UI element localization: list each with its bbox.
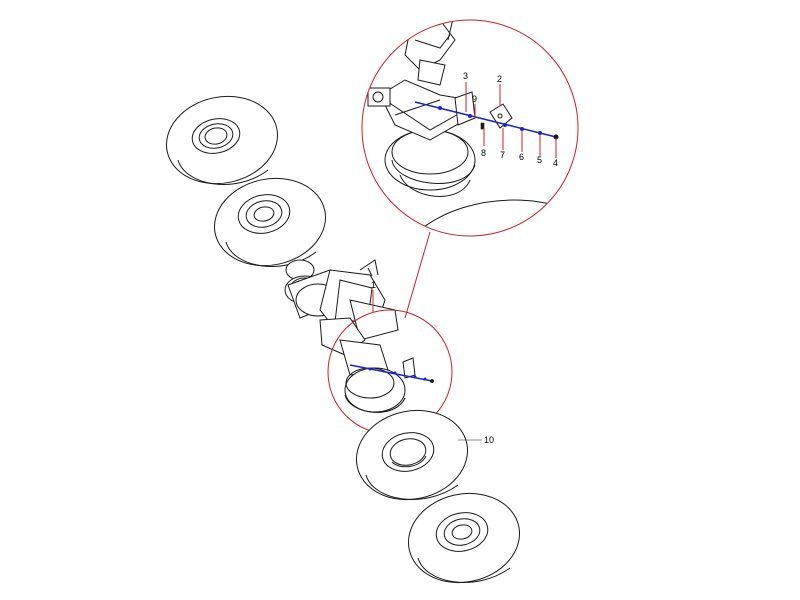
wheel-top-inner <box>213 177 327 267</box>
callout-label: 10 <box>484 435 494 445</box>
callout-label: 1 <box>371 280 376 290</box>
callout-label: 4 <box>553 158 558 168</box>
detail-view-magnified <box>361 19 579 237</box>
callout-label: 5 <box>537 155 542 165</box>
detail-circle-large <box>361 19 579 237</box>
callout-label: 3 <box>463 71 468 81</box>
callout-label: 2 <box>497 74 502 84</box>
callout-label: 9 <box>472 94 477 104</box>
wheel-bottom-inner <box>355 409 469 501</box>
callout-label: 6 <box>519 152 524 162</box>
callout-label: 8 <box>481 148 486 158</box>
wheel-bottom-outer <box>407 492 521 584</box>
callout-label: 7 <box>500 150 505 160</box>
detail-connector-line <box>404 231 431 319</box>
wheel-top-outer <box>165 95 279 185</box>
axle-assembly <box>284 259 434 413</box>
